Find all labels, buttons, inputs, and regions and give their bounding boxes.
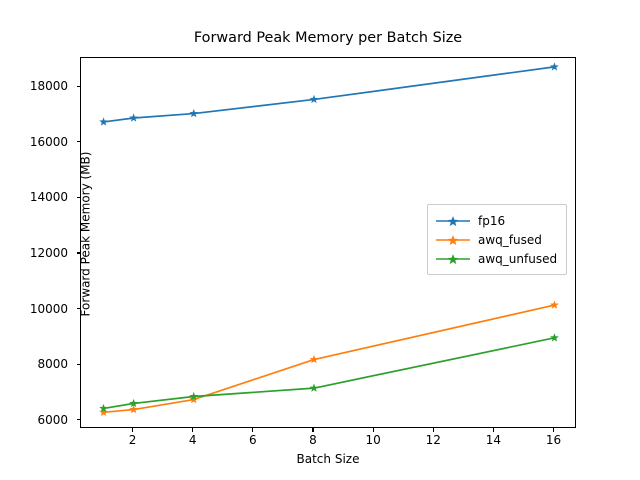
x-tick-label: 2 [128, 433, 137, 447]
y-tick-label: 14000 [29, 190, 68, 205]
x-tick-label: 10 [365, 433, 381, 447]
x-tick-mark [492, 428, 494, 432]
data-point-marker [129, 404, 138, 414]
y-tick-label: 6000 [37, 412, 68, 427]
data-point-marker [550, 300, 559, 309]
series-line [102, 66, 556, 123]
page-title: Forward Peak Memory per Batch Size [193, 30, 463, 46]
y-tick-mark [76, 85, 80, 87]
legend-item-awq-unfused[interactable]: awq_unfused [435, 249, 557, 268]
x-axis-label: Batch Size [296, 452, 360, 466]
data-point-marker [550, 333, 559, 342]
y-tick-mark [76, 141, 80, 143]
y-tick-mark [76, 252, 80, 254]
legend-line-swatch-awq-fused [435, 233, 471, 247]
data-point-marker [129, 398, 138, 408]
y-tick-mark [76, 419, 80, 421]
series-canvas [99, 62, 559, 417]
data-point-marker [309, 354, 319, 364]
data-point-marker [309, 383, 319, 392]
data-point-marker [189, 108, 199, 118]
x-tick-mark [312, 428, 314, 432]
legend-label-fp16: fp16 [478, 213, 506, 228]
x-tick-mark [432, 428, 434, 432]
legend-line-swatch-awq-unfused [435, 252, 471, 266]
legend-item-fp16[interactable]: fp16 [435, 211, 557, 230]
data-point-marker [189, 391, 199, 401]
series-awq_unfused [99, 333, 559, 413]
x-tick-mark [252, 428, 254, 432]
y-tick-label: 8000 [37, 357, 68, 372]
x-tick-mark [192, 428, 194, 432]
data-point-marker [550, 62, 559, 71]
x-tick-label: 8 [309, 433, 317, 447]
y-tick-label: 10000 [29, 301, 68, 316]
data-point-marker [99, 407, 108, 417]
x-tick-mark [372, 428, 374, 432]
x-tick-mark [552, 428, 555, 432]
data-point-marker [99, 117, 108, 126]
x-tick-label: 14 [485, 433, 501, 447]
legend-line-swatch-fp16 [435, 214, 471, 228]
y-tick-mark [76, 363, 80, 365]
y-axis-label: Forward Peak Memory (MB) [78, 151, 93, 317]
legend-item-awq-fused[interactable]: awq_fused [435, 230, 557, 249]
data-point-marker [189, 394, 199, 404]
y-tick-label: 16000 [29, 134, 68, 149]
legend[interactable]: fp16 awq_fused awq_unfused [427, 204, 568, 275]
y-tick-label: 12000 [29, 245, 68, 260]
series-awq_fused [99, 300, 559, 417]
series-line [102, 337, 556, 410]
x-tick-label: 16 [545, 433, 562, 447]
x-tick-label: 4 [188, 433, 197, 447]
y-tick-mark [76, 308, 80, 310]
x-tick-label: 12 [425, 433, 441, 447]
data-point-marker [129, 113, 138, 122]
x-tick-label: 6 [249, 433, 257, 447]
x-tick-mark [132, 428, 134, 432]
y-tick-label: 18000 [29, 79, 68, 94]
legend-label-awq-unfused: awq_unfused [478, 251, 558, 266]
data-point-marker [309, 94, 319, 104]
y-tick-mark [76, 196, 80, 198]
legend-label-awq-fused: awq_fused [478, 232, 542, 247]
series-line [102, 304, 556, 414]
data-point-marker [99, 403, 108, 413]
series-fp16 [99, 62, 559, 126]
